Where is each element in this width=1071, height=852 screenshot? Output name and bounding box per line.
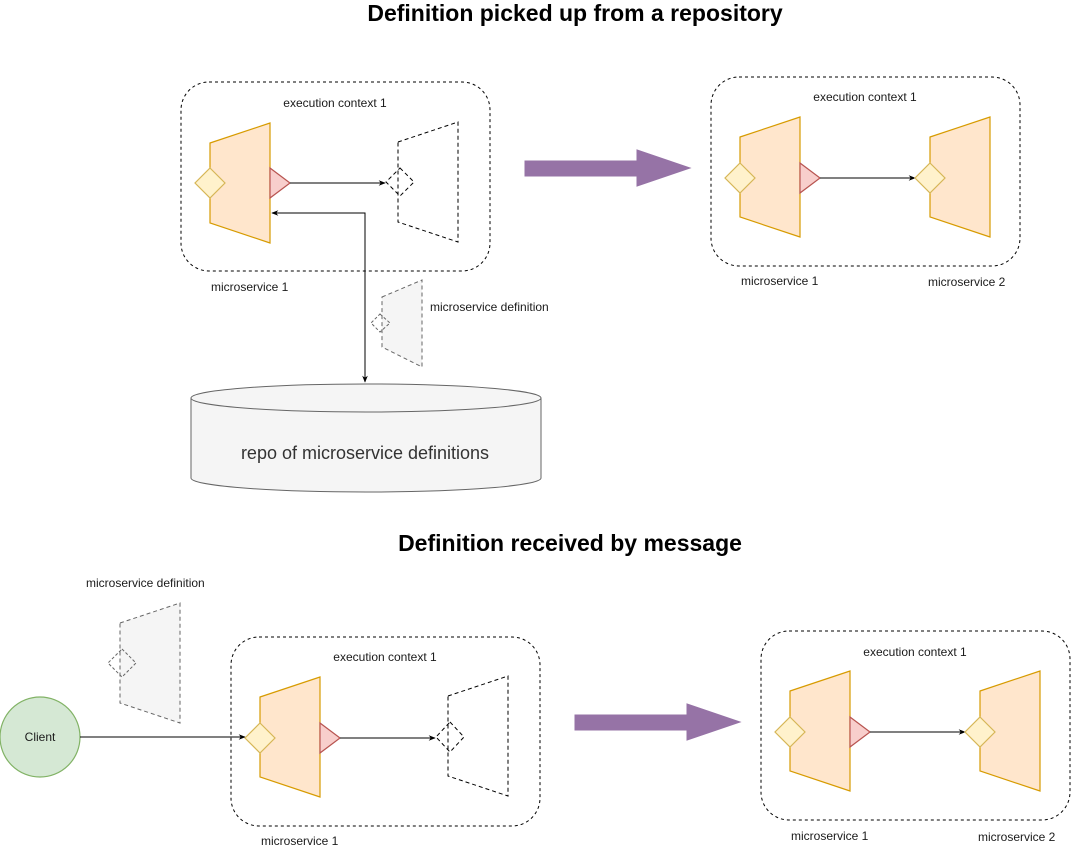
repo-cylinder[interactable] xyxy=(190,383,542,493)
placeholder-input-port-icon xyxy=(435,721,465,753)
input-port-icon xyxy=(964,716,996,748)
execution-context-box[interactable] xyxy=(180,81,491,272)
microservice-1-label: microservice 1 xyxy=(261,834,339,848)
output-port-icon xyxy=(799,161,821,195)
microservice-1-label: microservice 1 xyxy=(741,274,819,288)
microservice-definition-label: microservice definition xyxy=(430,300,549,314)
output-port-icon xyxy=(849,715,871,749)
output-port-icon xyxy=(269,166,291,200)
transition-arrow-icon xyxy=(574,703,742,741)
definition-port-icon xyxy=(107,648,137,678)
section-2-after-group: execution context 1 microservice 1 micro… xyxy=(760,630,1071,844)
input-port-icon xyxy=(194,167,226,199)
execution-context-label: execution context 1 xyxy=(283,96,387,110)
placeholder-input-port-icon xyxy=(385,167,415,197)
client-label: Client xyxy=(25,730,56,744)
definition-port-icon xyxy=(370,313,391,333)
repo-label: repo of microservice definitions xyxy=(241,443,489,463)
execution-context-label: execution context 1 xyxy=(863,645,967,659)
execution-context-box[interactable] xyxy=(710,76,1021,267)
microservice-1-label: microservice 1 xyxy=(211,280,289,294)
microservice-2-label: microservice 2 xyxy=(928,275,1006,289)
section-1-before-group: execution context 1 microservice 1 micro… xyxy=(180,81,549,493)
fetch-definition-edge xyxy=(271,210,366,380)
section-1-title: Definition picked up from a repository xyxy=(367,0,783,26)
transition-arrow-icon xyxy=(524,149,692,187)
placeholder-microservice-shape xyxy=(447,675,509,797)
input-port-icon xyxy=(774,716,806,748)
input-port-icon xyxy=(914,162,946,194)
execution-context-label: execution context 1 xyxy=(813,90,917,104)
input-port-icon xyxy=(244,722,276,754)
microservice-definition-shape xyxy=(381,279,423,368)
execution-context-box[interactable] xyxy=(760,630,1071,821)
section-2-title: Definition received by message xyxy=(398,530,742,556)
placeholder-microservice-shape xyxy=(397,121,459,243)
section-1-after-group: execution context 1 microservice 1 micro… xyxy=(710,76,1021,289)
microservice-1-label: microservice 1 xyxy=(791,829,869,843)
output-port-icon xyxy=(319,721,341,755)
microservice-2-label: microservice 2 xyxy=(978,830,1056,844)
input-port-icon xyxy=(724,162,756,194)
section-2-before-group: microservice definition Client execution… xyxy=(0,576,541,848)
execution-context-box[interactable] xyxy=(230,636,541,827)
execution-context-label: execution context 1 xyxy=(333,650,437,664)
microservice-definition-shape xyxy=(119,602,181,724)
microservice-definition-label: microservice definition xyxy=(86,576,205,590)
